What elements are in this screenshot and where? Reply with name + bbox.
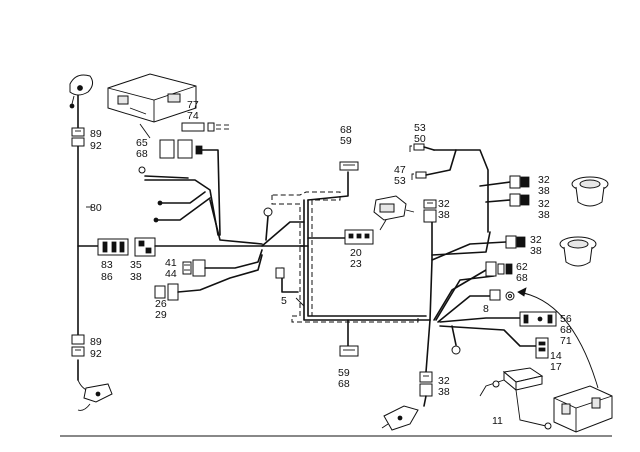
connector-32-38-b — [509, 193, 530, 207]
connector-14-17 — [535, 337, 549, 359]
label-50: 50 — [414, 133, 426, 145]
connector-32-38-center — [423, 199, 437, 223]
label-17: 17 — [550, 361, 562, 373]
label-80: 80 — [90, 202, 102, 214]
speaker-lower-icon — [559, 236, 597, 267]
label-38-right-a: 38 — [538, 185, 550, 197]
upper-sensor-connector — [71, 127, 85, 147]
connector-32-38-bottom — [419, 371, 433, 407]
label-29: 29 — [155, 309, 167, 321]
label-35: 35 — [130, 259, 142, 271]
label-26: 26 — [155, 298, 167, 310]
connector-62-68 — [485, 261, 513, 277]
connector-41-44 — [182, 249, 263, 277]
label-32-center: 32 — [438, 198, 450, 210]
leader-arrow-to-box — [517, 287, 599, 389]
upper-sensor-icon — [69, 74, 94, 109]
label-68-e: 68 — [338, 378, 350, 390]
left-harness-wire — [77, 89, 99, 381]
left-branch-wires — [138, 166, 263, 245]
sensor-module-20 — [373, 195, 415, 231]
label-92-top: 92 — [90, 140, 102, 152]
label-53-a: 53 — [414, 122, 426, 134]
label-38-center: 38 — [438, 209, 450, 221]
label-20: 20 — [350, 247, 362, 259]
lower-sensor-icon — [77, 379, 113, 411]
connector-32-38-a — [509, 175, 530, 189]
label-41: 41 — [165, 257, 177, 269]
connector-32-38-c — [505, 235, 526, 249]
label-89-top: 89 — [90, 128, 102, 140]
connector-8 — [489, 289, 515, 301]
label-38-right-b: 38 — [538, 209, 550, 221]
relay-20-23 — [344, 229, 374, 245]
antenna-module-11 — [479, 367, 552, 430]
connector-35-38 — [134, 237, 156, 257]
label-38-bottom: 38 — [438, 386, 450, 398]
label-68-d: 68 — [560, 324, 572, 336]
connector-53-50 — [409, 143, 435, 152]
label-62: 62 — [516, 261, 528, 273]
label-32-bottom: 32 — [438, 375, 450, 387]
dashed-outline — [271, 191, 419, 323]
label-8: 8 — [483, 303, 489, 315]
label-83: 83 — [101, 259, 113, 271]
connector-83-86 — [97, 238, 129, 256]
label-32-right-a: 32 — [538, 174, 550, 186]
label-71: 71 — [560, 335, 572, 347]
control-unit-box — [107, 73, 197, 123]
lower-sensor-connector — [71, 334, 85, 357]
connector-26-29 — [154, 254, 263, 301]
label-68-b: 68 — [340, 124, 352, 136]
connector-47-53 — [411, 149, 457, 180]
label-38-right-c: 38 — [530, 245, 542, 257]
label-32-right-c: 32 — [530, 234, 542, 246]
label-5: 5 — [281, 295, 287, 307]
label-23: 23 — [350, 258, 362, 270]
speaker-upper-icon — [571, 176, 609, 207]
label-86: 86 — [101, 271, 113, 283]
ground-terminal-right — [451, 345, 461, 355]
label-92-bottom: 92 — [90, 348, 102, 360]
relay-41 — [275, 267, 285, 279]
center-trunk — [261, 171, 431, 321]
leader-65 — [139, 123, 151, 139]
label-53-b: 53 — [394, 175, 406, 187]
component-56-68-71 — [519, 311, 557, 327]
label-32-right-b: 32 — [538, 198, 550, 210]
label-11: 11 — [492, 415, 503, 427]
label-44: 44 — [165, 268, 177, 280]
label-59-a: 59 — [340, 135, 352, 147]
label-74: 74 — [187, 110, 199, 122]
connector-68-59-top — [339, 161, 359, 171]
label-59-b: 59 — [338, 367, 350, 379]
label-56: 56 — [560, 313, 572, 325]
callout-labels: 80 89 92 89 92 83 86 35 38 41 44 26 29 6… — [90, 99, 572, 427]
ground-ring-terminal — [263, 207, 273, 241]
label-77: 77 — [187, 99, 199, 111]
connector-59-68-bottom — [339, 319, 359, 357]
label-68-c: 68 — [516, 272, 528, 284]
label-47: 47 — [394, 164, 406, 176]
label-65: 65 — [136, 137, 148, 149]
label-14: 14 — [550, 350, 562, 362]
control-box-right — [553, 385, 613, 433]
bottom-center-sensor-icon — [381, 405, 419, 431]
connector-65-68 — [159, 139, 221, 236]
right-harness — [425, 149, 541, 373]
connector-77-74 — [181, 122, 229, 132]
label-38-a: 38 — [130, 271, 142, 283]
label-89-bottom: 89 — [90, 336, 102, 348]
label-68-a: 68 — [136, 148, 148, 160]
